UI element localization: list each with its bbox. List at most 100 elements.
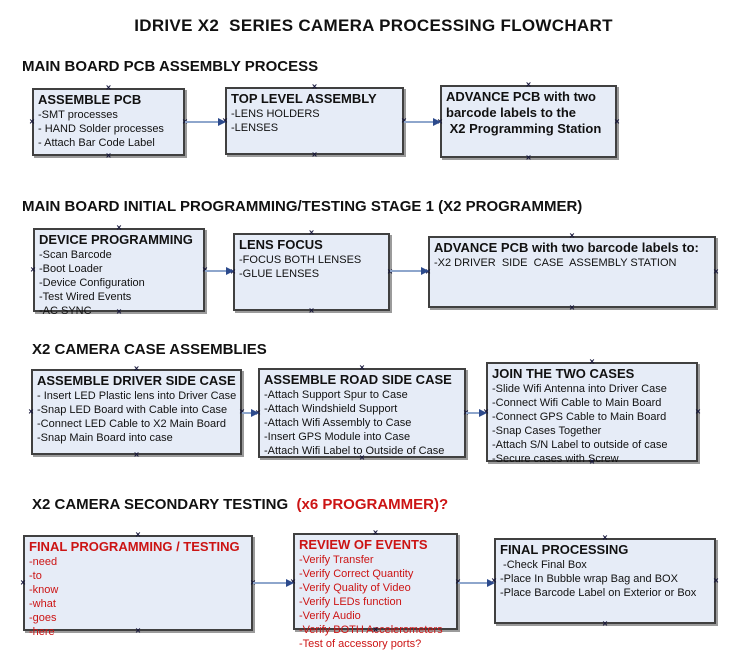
box-title: TOP LEVEL ASSEMBLY xyxy=(231,91,377,106)
box-line: -Test Wired Events xyxy=(39,291,132,303)
box-lines: -SMT processes- HAND Solder processes- A… xyxy=(38,108,179,150)
flowchart-title: IDRIVE X2 SERIES CAMERA PROCESSING FLOWC… xyxy=(134,16,613,35)
box-line: -Verify BOTH Accelerometers xyxy=(299,624,443,636)
node-advance-pcb-to-driver-side-case: ADVANCE PCB with two barcode labels to: … xyxy=(425,231,719,312)
box-line: -X2 DRIVER SIDE CASE ASSEMBLY STATION xyxy=(434,257,677,269)
flow-arrow xyxy=(458,579,495,587)
box-line: -Snap Main Board into case xyxy=(37,432,173,444)
section-header-initial-programming: MAIN BOARD INITIAL PROGRAMMING/TESTING S… xyxy=(22,198,583,215)
box-line: -Verify Correct Quantity xyxy=(299,568,414,580)
box-line: -Snap LED Board with Cable into Case xyxy=(37,404,228,416)
box-line: -Attach Support Spur to Case xyxy=(264,389,408,401)
box-line: -Device Configuration xyxy=(39,277,145,289)
box-line: -Connect GPS Cable to Main Board xyxy=(492,411,667,423)
node-final-processing: FINAL PROCESSING -Check Final Box -Place … xyxy=(491,533,719,628)
connection-point-icon: × xyxy=(713,266,719,277)
flow-arrow xyxy=(466,409,487,417)
box-line: -Connect Wifi Cable to Main Board xyxy=(492,397,662,409)
box-title: ASSEMBLE ROAD SIDE CASE xyxy=(264,372,452,387)
box-line: -Place In Bubble wrap Bag and BOX xyxy=(500,573,678,585)
node-assemble-road-side-case: ASSEMBLE ROAD SIDE CASE -Attach Support … xyxy=(255,363,468,462)
box-lines: -Attach Support Spur to Case-Attach Wind… xyxy=(264,388,460,458)
node-assemble-driver-side-case: ASSEMBLE DRIVER SIDE CASE - Insert LED P… xyxy=(28,364,244,459)
connection-point-icon: × xyxy=(614,116,620,126)
box-title: DEVICE PROGRAMMING xyxy=(39,232,193,247)
connection-point-icon: × xyxy=(311,149,318,160)
box-lines: -Verify Transfer -Verify Correct Quantity… xyxy=(299,553,452,651)
box-line: -Verify LEDs function xyxy=(299,596,402,608)
connection-point-icon: × xyxy=(695,406,701,417)
flow-arrow xyxy=(185,118,226,126)
box-line: -Attach Wifi Label to Outside of Case xyxy=(264,445,445,457)
box-lines: - Insert LED Plastic lens into Driver Ca… xyxy=(37,389,236,445)
box-line: -to xyxy=(29,570,42,582)
box-line: -Secure cases with Screw xyxy=(492,453,619,465)
box-lines: -Check Final Box -Place In Bubble wrap Ba… xyxy=(500,558,710,600)
box-line: -Insert GPS Module into Case xyxy=(264,431,411,443)
box-lines: barcode labels to the X2 Programming Sta… xyxy=(446,105,611,137)
box-line: -what xyxy=(29,598,56,610)
box-line: -Connect LED Cable to X2 Main Board xyxy=(37,418,226,430)
node-lens-focus: LENS FOCUS -FOCUS BOTH LENSES-GLUE LENSE… xyxy=(230,228,393,315)
connection-point-icon: × xyxy=(569,302,575,313)
box-line: -Test of accessory ports? xyxy=(299,638,422,650)
box-line: -AC SYNC xyxy=(39,305,92,317)
flow-arrow xyxy=(404,118,441,126)
box-line: -Check Final Box xyxy=(500,559,587,571)
node-device-programming: DEVICE PROGRAMMING -Scan Barcode-Boot Lo… xyxy=(30,223,207,317)
connection-point-icon: × xyxy=(28,406,34,417)
section-header-pcb-assembly: MAIN BOARD PCB ASSEMBLY PROCESS xyxy=(22,58,319,75)
box-line: -LENS HOLDERS xyxy=(231,108,320,120)
box-line: -Slide Wifi Antenna into Driver Case xyxy=(492,383,667,395)
section-header-black-part: X2 CAMERA SECONDARY TESTING xyxy=(32,496,297,513)
box-line: -Snap Cases Together xyxy=(492,425,602,437)
box-line: -Attach Wifi Assembly to Case xyxy=(264,417,412,429)
box-title: ASSEMBLE PCB xyxy=(38,92,142,107)
node-assemble-pcb: ASSEMBLE PCB -SMT processes- HAND Solder… xyxy=(29,83,187,160)
box-lines: -Scan Barcode-Boot Loader-Device Configu… xyxy=(39,248,199,318)
connection-point-icon: × xyxy=(308,305,315,316)
box-line: -Place Barcode Label on Exterior or Box xyxy=(500,587,697,599)
connection-point-icon: × xyxy=(30,264,36,275)
box-title: FINAL PROCESSING xyxy=(500,542,629,557)
connection-point-icon: × xyxy=(602,618,608,629)
connection-point-icon: × xyxy=(387,266,393,277)
box-line: -Verify Transfer xyxy=(299,554,374,566)
connection-point-icon: × xyxy=(713,575,719,586)
box-line: -Boot Loader xyxy=(39,263,103,275)
box-line: -Verify Quality of Video xyxy=(299,582,411,594)
box-line: - Insert LED Plastic lens into Driver Ca… xyxy=(37,390,237,402)
box-line: -Verify Audio xyxy=(299,610,361,622)
box-line: -goes xyxy=(29,612,57,624)
connection-point-icon: × xyxy=(525,152,532,163)
flow-arrow xyxy=(253,579,294,587)
box-line: X2 Programming Station xyxy=(446,121,602,136)
connection-point-icon: × xyxy=(29,116,35,127)
box-line: -FOCUS BOTH LENSES xyxy=(239,254,362,266)
flow-arrow xyxy=(205,267,234,275)
connection-point-icon: × xyxy=(105,150,112,161)
box-lines: -need -to -know -what -goes -here xyxy=(29,555,247,639)
box-line: -GLUE LENSES xyxy=(239,268,320,280)
box-title: ADVANCE PCB with two xyxy=(446,89,596,104)
box-lines: -X2 DRIVER SIDE CASE ASSEMBLY STATION xyxy=(434,256,710,270)
flow-arrow xyxy=(390,267,429,275)
box-title: REVIEW OF EVENTS xyxy=(299,537,428,552)
box-lines: -Slide Wifi Antenna into Driver Case -Con… xyxy=(492,382,692,466)
node-join-the-two-cases: JOIN THE TWO CASES -Slide Wifi Antenna i… xyxy=(483,357,701,466)
box-line: barcode labels to the xyxy=(446,105,577,120)
connection-point-icon: × xyxy=(20,577,26,588)
box-lines: -FOCUS BOTH LENSES -GLUE LENSES xyxy=(239,253,384,281)
box-line: -LENSES xyxy=(231,122,279,134)
box-line: - HAND Solder processes xyxy=(38,123,164,135)
box-line: -here xyxy=(29,626,55,638)
node-final-programming-testing: FINAL PROGRAMMING / TESTING -need -to -kno… xyxy=(20,530,255,638)
box-line: -know xyxy=(29,584,59,596)
node-review-of-events: REVIEW OF EVENTS -Verify Transfer-Verify… xyxy=(290,528,460,650)
connection-point-icon: × xyxy=(133,449,140,460)
box-line: -need xyxy=(29,556,58,568)
section-header-case-assemblies: X2 CAMERA CASE ASSEMBLIES xyxy=(32,341,267,358)
box-title: FINAL PROGRAMMING / TESTING xyxy=(29,539,240,554)
flow-arrow xyxy=(242,409,259,417)
section-header-secondary-testing: X2 CAMERA SECONDARY TESTING (x6 PROGRAMM… xyxy=(32,496,448,513)
